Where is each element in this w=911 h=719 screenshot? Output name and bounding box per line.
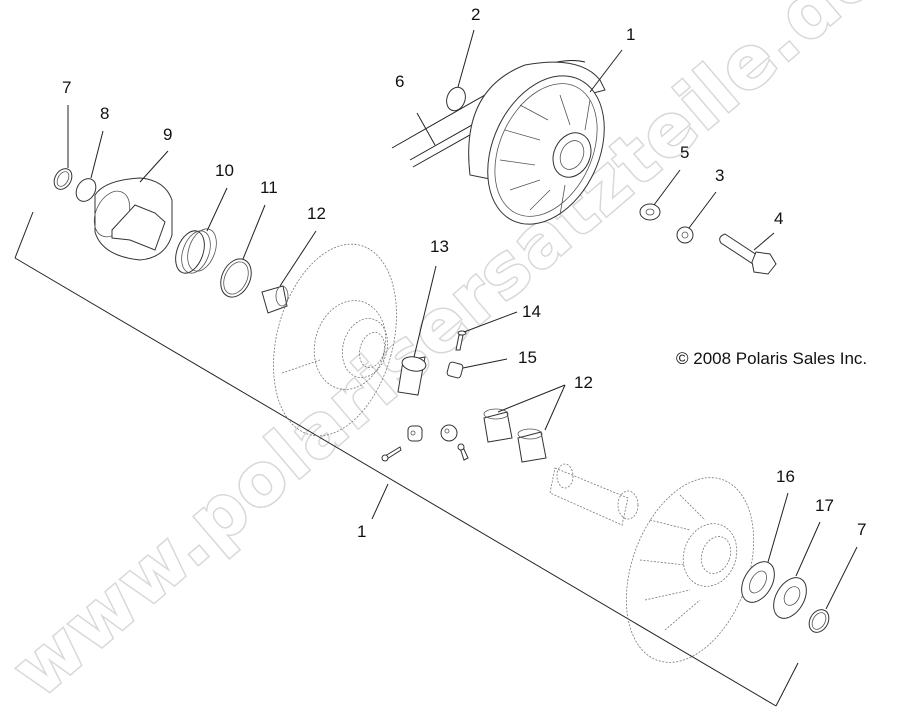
part-roller-15 bbox=[446, 358, 508, 379]
part-snap-ring-7b bbox=[808, 546, 858, 633]
part-fixed-sheave bbox=[625, 477, 755, 663]
part-retainer-17 bbox=[773, 521, 821, 619]
part-screw-14 bbox=[455, 311, 518, 351]
callout-2: 2 bbox=[471, 5, 480, 24]
part-ring-11 bbox=[220, 204, 266, 298]
callout-3: 3 bbox=[715, 166, 724, 185]
callout-14: 14 bbox=[522, 302, 541, 321]
part-small-hardware bbox=[381, 424, 469, 462]
part-washer-3 bbox=[676, 191, 717, 244]
callouts: 1 2 6 5 3 4 7 8 9 10 11 12 13 14 15 12 1… bbox=[62, 5, 866, 541]
callout-11: 11 bbox=[260, 178, 278, 197]
callout-13: 13 bbox=[430, 237, 449, 256]
callout-12-top: 12 bbox=[307, 204, 326, 223]
callout-6: 6 bbox=[395, 72, 404, 91]
callout-9: 9 bbox=[163, 125, 172, 144]
callout-4: 4 bbox=[774, 209, 783, 228]
callout-5: 5 bbox=[680, 143, 689, 162]
callout-16: 16 bbox=[776, 467, 795, 486]
part-ring-8 bbox=[75, 130, 104, 202]
part-bushing-12a bbox=[261, 230, 317, 314]
part-washer-5 bbox=[639, 169, 681, 221]
callout-7-top: 7 bbox=[62, 78, 71, 97]
callout-10: 10 bbox=[215, 161, 234, 180]
callout-1-top: 1 bbox=[626, 25, 635, 44]
part-spring-10 bbox=[175, 187, 228, 274]
part-ring-2 bbox=[446, 29, 475, 112]
callout-8: 8 bbox=[100, 104, 109, 123]
part-splined-shaft bbox=[549, 463, 639, 526]
part-bolt-4 bbox=[719, 232, 777, 275]
part-washer-16 bbox=[741, 492, 789, 603]
part-bushing-13 bbox=[397, 265, 437, 396]
callout-12-bottom: 12 bbox=[574, 373, 593, 392]
assembly-bracket bbox=[14, 211, 799, 707]
callout-7-bottom: 7 bbox=[857, 520, 866, 539]
callout-1-bottom: 1 bbox=[357, 522, 366, 541]
callout-17: 17 bbox=[815, 496, 834, 515]
callout-15: 15 bbox=[518, 348, 537, 367]
part-snap-ring-7a bbox=[53, 105, 73, 190]
part-top-sheave bbox=[468, 49, 623, 225]
part-helix-9 bbox=[93, 150, 173, 261]
copyright-notice: © 2008 Polaris Sales Inc. bbox=[676, 349, 867, 368]
part-movable-sheave bbox=[273, 243, 397, 437]
part-bushing-12b bbox=[483, 384, 566, 463]
